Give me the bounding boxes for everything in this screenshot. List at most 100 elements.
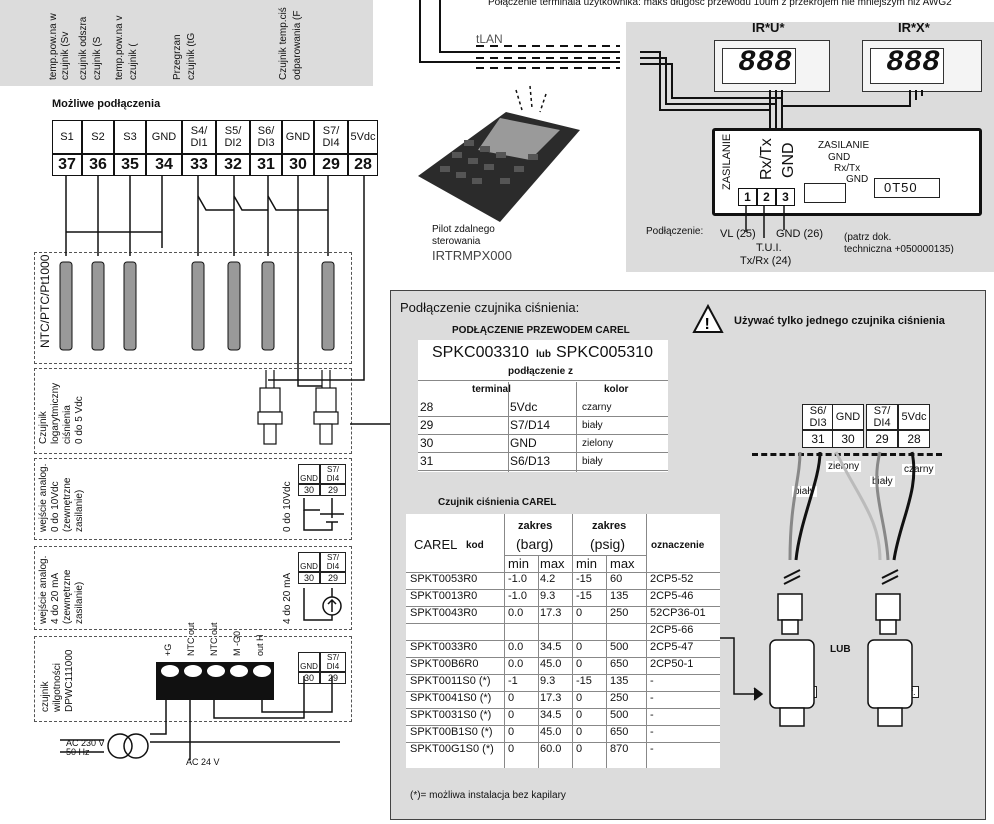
sensor-row-line	[406, 572, 720, 573]
wiring-terminal-num: 31	[420, 454, 434, 468]
sensor-cell: 9.3	[540, 590, 556, 602]
hum-label: DPWC111000	[64, 649, 75, 712]
terminal-label: S3	[114, 120, 146, 154]
footnote: (*)= możliwa instalacja bez kapilary	[410, 790, 566, 801]
sensor-cell: 9.3	[540, 675, 556, 687]
tlan-note: Połączenie terminala użytkownika: maks d…	[488, 0, 952, 8]
terminal-label: S1	[52, 120, 82, 154]
humidity-term-label: out H	[255, 634, 265, 656]
sensor-cell: 870	[610, 743, 629, 755]
zakres-barg: zakres	[518, 520, 553, 532]
ntc-area	[34, 252, 352, 364]
log-label: Czujnik	[38, 411, 49, 444]
wire-label-bialy2: biały	[870, 476, 895, 487]
terminal-number: 34	[146, 154, 182, 176]
humidity-term-label: NTC out	[186, 622, 196, 656]
terminal-number: 31	[250, 154, 282, 176]
hum-label: czujnik	[40, 681, 51, 712]
mini-s7: S7/ DI4	[320, 464, 346, 484]
a20-side: 4 do 20 mA	[282, 572, 293, 624]
a20-label: 4 do 20 mA	[50, 572, 61, 624]
sensor-cell: -1	[508, 675, 518, 687]
sensor-cell: SPKT0013R0	[410, 590, 478, 602]
terminal-label: S7/ DI4	[314, 120, 348, 154]
sensor-cell: 0	[508, 692, 515, 704]
terminal-label: S6/ DI3	[250, 120, 282, 154]
zas-right: GND	[846, 174, 869, 185]
wiring-row-line	[418, 470, 668, 471]
sensor-col-line	[606, 556, 607, 768]
mini-gnd: GND	[298, 652, 320, 672]
max-psig: max	[610, 556, 635, 571]
zakres-psig: zakres	[592, 520, 627, 532]
terminal-number: 29	[314, 154, 348, 176]
wiring-terminal-num: 28	[420, 400, 434, 414]
sensor-cell: 250	[610, 692, 629, 704]
sensor-col-line	[646, 514, 647, 556]
sensor-col-line	[504, 514, 505, 556]
min-barg: min	[508, 556, 529, 571]
sensor-row-line	[406, 657, 720, 658]
right-terminal-label: GND	[832, 404, 864, 430]
barg-label: (barg)	[516, 536, 554, 552]
wiring-row-line	[418, 434, 668, 435]
sensor-cell: 2CP50-1	[650, 658, 694, 670]
warning-text: Używać tylko jednego czujnika ciśnienia	[734, 315, 945, 327]
terminal-label: GND	[282, 120, 314, 154]
zas-right: ZASILANIE	[818, 140, 870, 151]
spkc-a: SPKC003310	[432, 344, 529, 361]
mini-30: 30	[298, 572, 320, 584]
wiring-color: zielony	[582, 438, 614, 449]
humidity-term-label: NTC out	[209, 622, 219, 656]
humidity-screw-icon	[229, 664, 249, 678]
terminal-number: 36	[82, 154, 114, 176]
conn-to: podłączenie z	[508, 366, 574, 377]
humidity-screw-icon	[183, 664, 203, 678]
sensor-cell: 2CP5-46	[650, 590, 694, 602]
hz50-label: 50 Hz	[66, 747, 90, 757]
terminal-label: 5Vdc	[348, 120, 378, 154]
oznaczenie-label: oznaczenie	[651, 540, 705, 551]
sensor-row-line	[406, 725, 720, 726]
sensor-cell: 2CP5-47	[650, 641, 694, 653]
sensor-cell: 500	[610, 641, 629, 653]
carel-label: CAREL	[414, 537, 458, 552]
sensor-cell: 52CP36-01	[650, 607, 706, 619]
sensor-row-line	[406, 708, 720, 709]
probe-ref-1: probe ref.	[772, 686, 817, 698]
vlabel: temp.pow.na w	[48, 13, 59, 80]
sensor-col-line	[572, 556, 573, 768]
pilot-label: sterowania	[432, 236, 481, 247]
sensor-cell: -15	[576, 675, 592, 687]
sensor-cell: 17.3	[540, 607, 562, 619]
humidity-area	[34, 636, 352, 722]
patrz-label: (patrz dok.	[844, 232, 892, 243]
log-label: ciśnienia	[62, 405, 73, 444]
sensor-cell: 0	[576, 641, 583, 653]
wiring-terminal-num: 29	[420, 418, 434, 432]
analog-10v-area	[34, 458, 352, 540]
pressure-title: Podłączenie czujnika ciśnienia:	[400, 300, 580, 315]
col-terminal: terminal	[472, 384, 511, 395]
sensor-row-line	[504, 555, 646, 556]
humidity-term-label: M -G0	[232, 630, 242, 656]
terminal-label: S2	[82, 120, 114, 154]
sensor-cell: 0	[508, 709, 515, 721]
humidity-screw-icon	[206, 664, 226, 678]
sensor-col-line	[572, 514, 573, 556]
sensor-cell: -	[650, 726, 654, 738]
a20-label: wejście analog.	[38, 555, 49, 624]
wiring-terminal-num: 30	[420, 436, 434, 450]
wiring-terminal-name: S6/D13	[510, 454, 551, 468]
sensor-cell: SPKT0031S0 (*)	[410, 709, 492, 721]
humidity-screw-icon	[160, 664, 180, 678]
sensor-cell: 0.0	[508, 607, 524, 619]
zas-right: GND	[828, 152, 851, 163]
wiring-color: biały	[582, 420, 603, 431]
terminal-number: 35	[114, 154, 146, 176]
txrx24-label: Tx/Rx (24)	[740, 255, 792, 267]
terminal-number: 30	[282, 154, 314, 176]
sensor-cell: 0.0	[508, 658, 524, 670]
sensor-cell: -15	[576, 573, 592, 585]
sensor-cell: 135	[610, 590, 629, 602]
